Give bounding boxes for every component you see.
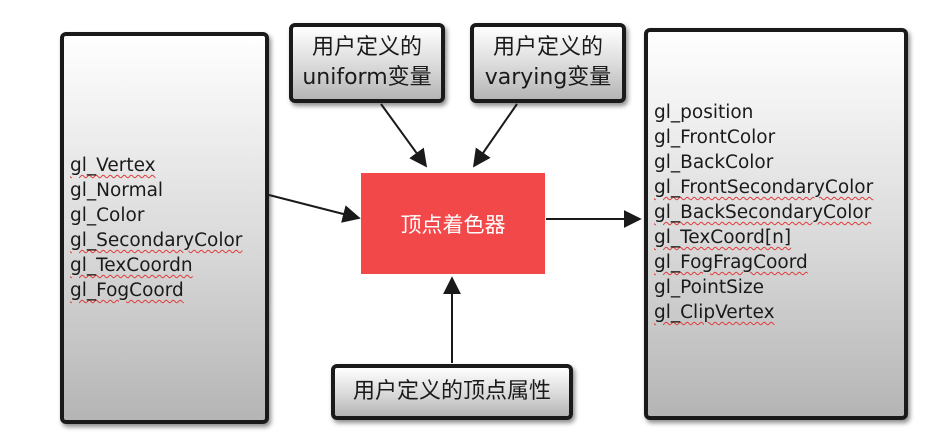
output-variable-item: gl_BackSecondaryColor	[654, 202, 872, 223]
input-attribute-item: gl_SecondaryColor	[70, 230, 243, 251]
arrow-varying-to-shader	[472, 103, 518, 168]
input-attributes-list: gl_Vertex gl_Normal gl_Color gl_SecondaryCo…	[70, 153, 242, 303]
output-variable-item: gl_PointSize	[654, 277, 765, 298]
output-variable-item: gl_ClipVertex	[654, 302, 775, 323]
output-variable-item: gl_TexCoord[n]	[654, 227, 792, 248]
output-variables-box	[644, 28, 908, 420]
input-attribute-item: gl_Vertex	[70, 155, 156, 176]
vertex-attributes-box: 用户定义的顶点属性	[331, 364, 573, 420]
input-attribute-item: gl_FogCoord	[70, 280, 184, 301]
uniform-box-line2: uniform变量	[302, 65, 432, 90]
output-variable-item: gl_FrontColor	[654, 127, 776, 148]
uniform-box-line1: 用户定义的	[311, 35, 422, 60]
input-attribute-item: gl_TexCoordn	[70, 255, 193, 276]
vertex-shader-label: 顶点着色器	[400, 212, 506, 237]
output-variable-item: gl_position	[654, 102, 754, 123]
arrow-uniform-to-shader	[380, 103, 428, 168]
varying-box-line2: varying变量	[484, 65, 612, 90]
vertex-attributes-label: 用户定义的顶点属性	[352, 379, 551, 404]
output-variables-list: gl_position gl_FrontColor gl_BackColor gl_F…	[654, 100, 873, 325]
output-variable-item: gl_BackColor	[654, 152, 774, 173]
output-variable-item: gl_FogFragCoord	[654, 252, 808, 273]
input-attribute-item: gl_Normal	[70, 180, 164, 201]
arrow-inputs-to-shader	[268, 194, 361, 223]
input-attribute-item: gl_Color	[70, 205, 145, 226]
varying-box-line1: 用户定义的	[492, 35, 603, 60]
vertex-shader-block: 顶点着色器	[361, 173, 545, 274]
output-variable-item: gl_FrontSecondaryColor	[654, 177, 874, 198]
input-attributes-box	[60, 32, 269, 424]
uniform-variables-box: 用户定义的 uniform变量	[289, 23, 445, 103]
varying-variables-box: 用户定义的 varying变量	[470, 23, 626, 103]
